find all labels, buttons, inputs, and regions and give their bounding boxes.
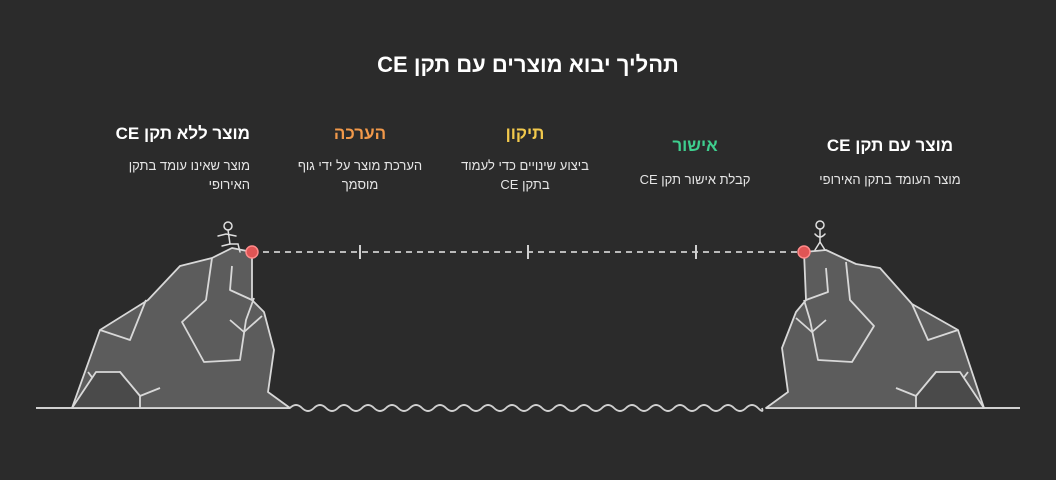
stage-fix: תיקון ביצוע שינויים כדי לעמוד בתקן CE [450, 124, 600, 194]
start-marker [245, 245, 259, 259]
stage-with-ce: מוצר עם תקן CE מוצר העומד בתקן האירופי [800, 136, 980, 189]
stage-desc: מוצר שאינו עומד בתקן האירופי [128, 158, 250, 192]
stage-assessment: הערכה הערכת מוצר על ידי גוף מוסמך [280, 124, 440, 194]
stage-title: הערכה [333, 124, 387, 143]
person-sitting-icon [217, 221, 241, 253]
stage-desc: ביצוע שינויים כדי לעמוד בתקן CE [461, 158, 589, 192]
water-waves [289, 404, 764, 412]
diagram-title: תהליך יבוא מוצרים עם תקן CE [377, 52, 679, 77]
stage-approval: אישור קבלת אישור תקן CE [620, 136, 770, 189]
stage-title: תיקון [505, 124, 545, 143]
stage-desc: הערכת מוצר על ידי גוף מוסמך [297, 158, 423, 192]
stage-no-ce: מוצר ללא תקן CE מוצר שאינו עומד בתקן האי… [90, 124, 250, 194]
stage-title: אישור [672, 136, 718, 155]
left-cliff [71, 247, 291, 409]
stage-title: מוצר ללא תקן CE [115, 124, 250, 143]
stage-desc: קבלת אישור תקן CE [639, 172, 751, 187]
person-standing-icon [814, 220, 826, 251]
stage-desc: מוצר העומד בתקן האירופי [819, 172, 961, 187]
end-marker [797, 245, 811, 259]
right-cliff [765, 249, 985, 409]
stage-title: מוצר עם תקן CE [826, 136, 954, 155]
